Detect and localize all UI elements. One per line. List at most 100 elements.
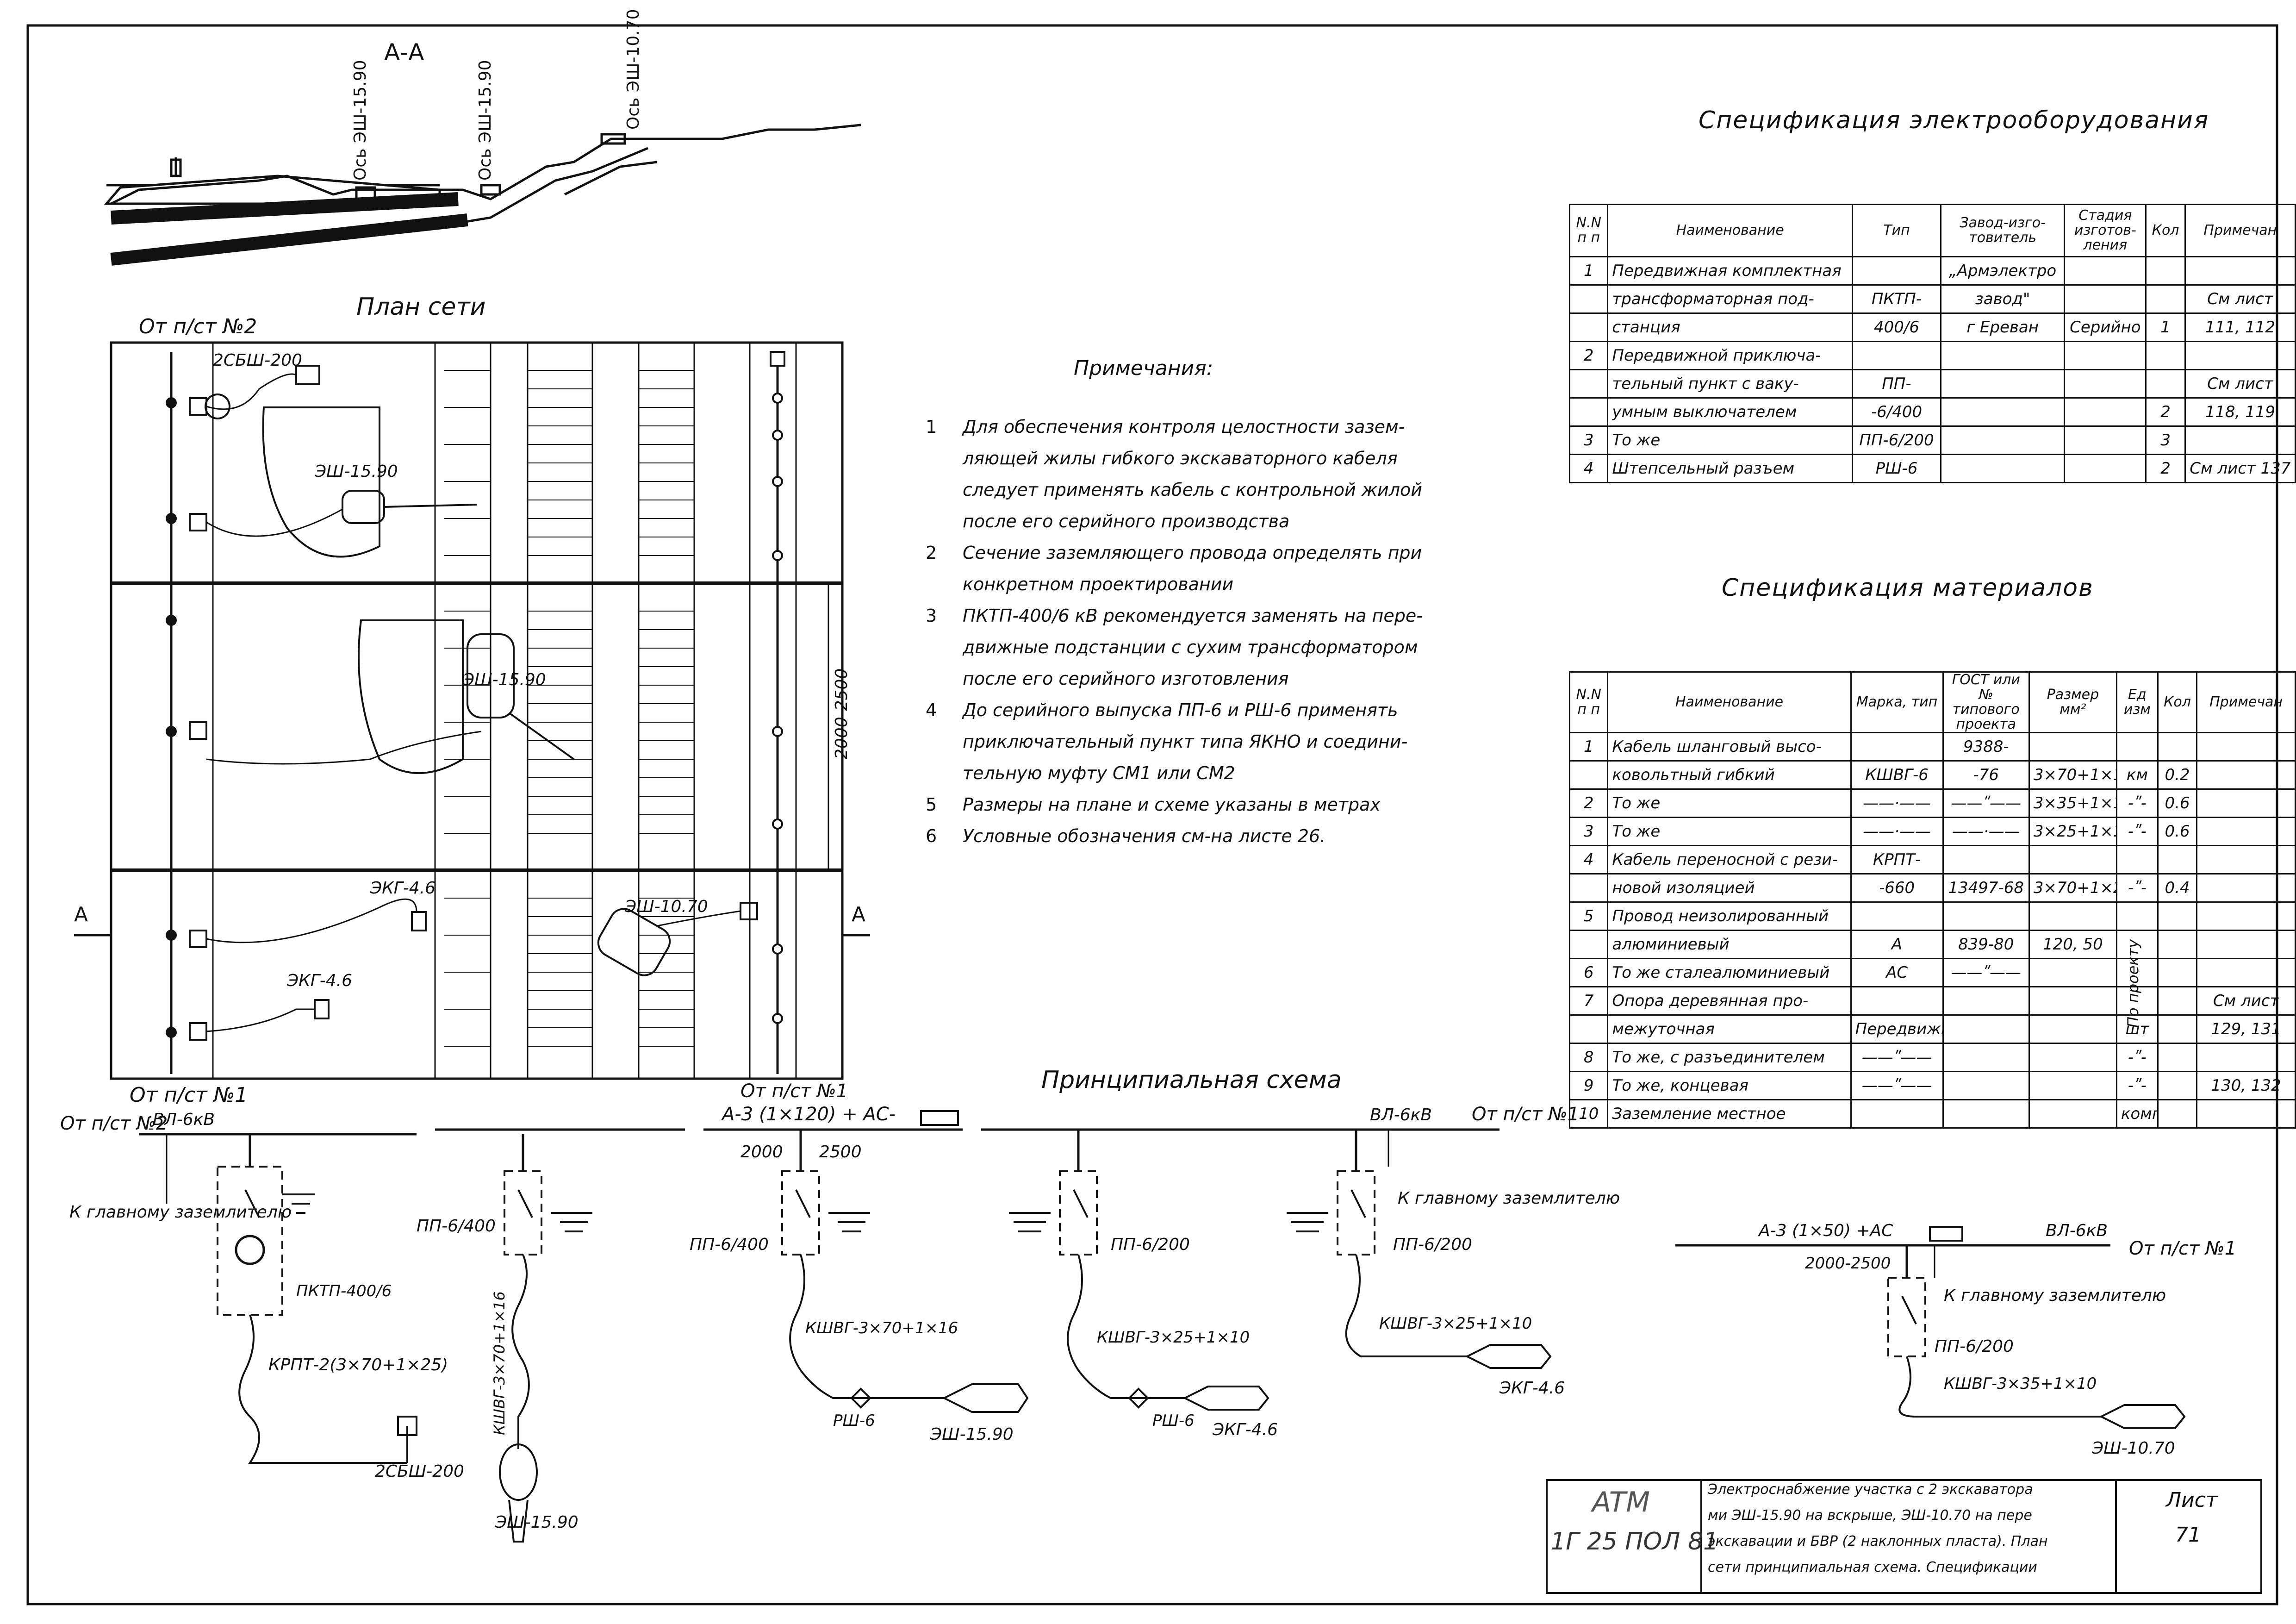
table-cell [1850, 732, 1944, 762]
sch-pp1: ПП-6/400 [417, 1217, 496, 1236]
table-cell [2196, 1099, 2296, 1129]
section-aa-labels: А-А Ось ЭШ-15.90 Ось ЭШ-15.90 Ось ЭШ-10.… [351, 9, 643, 181]
table-cell [2196, 788, 2296, 818]
ss-pp: ПП-6/200 [1935, 1337, 2014, 1356]
spec-side-note: По проекту [2124, 939, 2142, 1028]
table-cell: ——ʺ—— [1942, 958, 2030, 987]
table-cell [2196, 845, 2296, 874]
table-cell [1568, 1014, 1609, 1044]
table-cell: Серийно [2064, 312, 2147, 342]
note-line: после его серийного производства [963, 511, 1290, 531]
sch-sbsh: 2СБШ-200 [375, 1462, 464, 1481]
table-cell [1851, 256, 1942, 286]
spec-equipment-title: Спецификация электрооборудования [1699, 106, 2209, 134]
table-cell: Заземление местное [1607, 1099, 1852, 1129]
sch-vl-right: ВЛ-6кВ [1370, 1106, 1432, 1124]
table-cell [2064, 284, 2147, 314]
table-cell [2064, 341, 2147, 370]
sch-dim-2500: 2500 [819, 1143, 862, 1162]
sch-line-spec: А-3 (1×120) + АС- [721, 1104, 896, 1125]
table-row: 3То же——·————·——3×25+1×10-ʺ-0.6 [1568, 817, 2296, 846]
table-cell: 839-80 [1942, 930, 2030, 959]
table-cell [2064, 454, 2147, 483]
notes-title: Примечания: [1074, 356, 1213, 380]
plan-label-esh1: ЭШ-15.90 [314, 462, 398, 481]
table-cell [2157, 1071, 2198, 1100]
table-cell [1850, 1099, 1944, 1129]
title-code: ATM [1592, 1486, 1650, 1518]
table-cell: ——ʺ—— [1942, 788, 2030, 818]
table-cell [2028, 732, 2117, 762]
note-line: Условные обозначения см-на листе 26. [963, 826, 1326, 846]
title-sheet-label: Лист [2166, 1488, 2218, 1512]
table-header-cell: Наименование [1607, 204, 1853, 257]
sch-from-right: От п/ст №1 [1472, 1104, 1579, 1125]
table-cell: -ʺ- [2116, 1071, 2159, 1100]
table-header-cell: Марка, тип [1850, 671, 1944, 733]
table-cell [1942, 1099, 2030, 1129]
table-cell [2064, 425, 2147, 455]
table-cell: алюминиевый [1607, 930, 1852, 959]
table-cell [2157, 930, 2198, 959]
table-cell [2196, 873, 2296, 903]
table-cell: 118, 119 [2184, 397, 2296, 427]
table-cell [1568, 397, 1609, 427]
table-header-cell: Размер мм² [2028, 671, 2117, 733]
table-cell: Кабель переносной с рези- [1607, 845, 1852, 874]
table-cell: 2 [2145, 454, 2186, 483]
table-header-cell: Завод-изго-товитель [1940, 204, 2066, 257]
plan-dimension: 2000-2500 [832, 668, 851, 759]
table-cell: -ʺ- [2116, 788, 2159, 818]
sch-esh2: ЭШ-15.90 [930, 1425, 1014, 1444]
table-cell [2028, 1071, 2117, 1100]
title-block-code-cell [1546, 1479, 1702, 1594]
table-cell: „Армэлектро [1940, 256, 2066, 286]
note-line: ПКТП-400/6 кВ рекомендуется заменять на … [963, 606, 1423, 626]
table-cell: ——·—— [1850, 817, 1944, 846]
table-row: 2То же——·————ʺ——3×35+1×10-ʺ-0.6 [1568, 788, 2296, 818]
table-cell: 3×25+1×10 [2028, 817, 2117, 846]
table-cell [2157, 1099, 2198, 1129]
table-cell: ——ʺ—— [1850, 1071, 1944, 1100]
table-cell [2116, 901, 2159, 931]
table-row: новой изоляцией-66013497-683×70+1×25-ʺ-0… [1568, 873, 2296, 903]
title-description-line: ми ЭШ-15.90 на вскрыше, ЭШ-10.70 на пере [1708, 1507, 2032, 1524]
table-cell: АС [1850, 958, 1944, 987]
table-cell [2157, 986, 2198, 1016]
table-cell: 120, 50 [2028, 930, 2117, 959]
table-cell [2064, 397, 2147, 427]
table-header-cell: N.N п п [1568, 204, 1609, 257]
table-cell [2196, 901, 2296, 931]
table-cell: тельный пункт с ваку- [1607, 369, 1853, 399]
table-cell [2028, 986, 2117, 1016]
table-cell: ——·—— [1942, 817, 2030, 846]
table-cell: 3 [1568, 817, 1609, 846]
schematic [139, 1110, 1552, 1543]
table-cell: -ʺ- [2116, 817, 2159, 846]
table-cell: 0.6 [2157, 788, 2198, 818]
ss-cable: КШВГ-3×35+1×10 [1944, 1374, 2097, 1393]
table-cell: 3×70+1×25 [2028, 873, 2117, 903]
table-cell: завод" [1940, 284, 2066, 314]
table-cell [2157, 958, 2198, 987]
table-header-cell: Кол [2145, 204, 2186, 257]
table-cell: 3 [1568, 425, 1609, 455]
table-cell [2184, 341, 2296, 370]
table-cell: 10 [1568, 1099, 1609, 1129]
table-cell: -ʺ- [2116, 1043, 2159, 1072]
table-cell: -76 [1942, 760, 2030, 790]
table-cell [2028, 901, 2117, 931]
table-cell [2028, 1043, 2117, 1072]
table-cell [1568, 284, 1609, 314]
table-cell: 0.6 [2157, 817, 2198, 846]
ss-from: От п/ст №1 [2129, 1238, 2236, 1259]
table-cell [2028, 1099, 2117, 1129]
